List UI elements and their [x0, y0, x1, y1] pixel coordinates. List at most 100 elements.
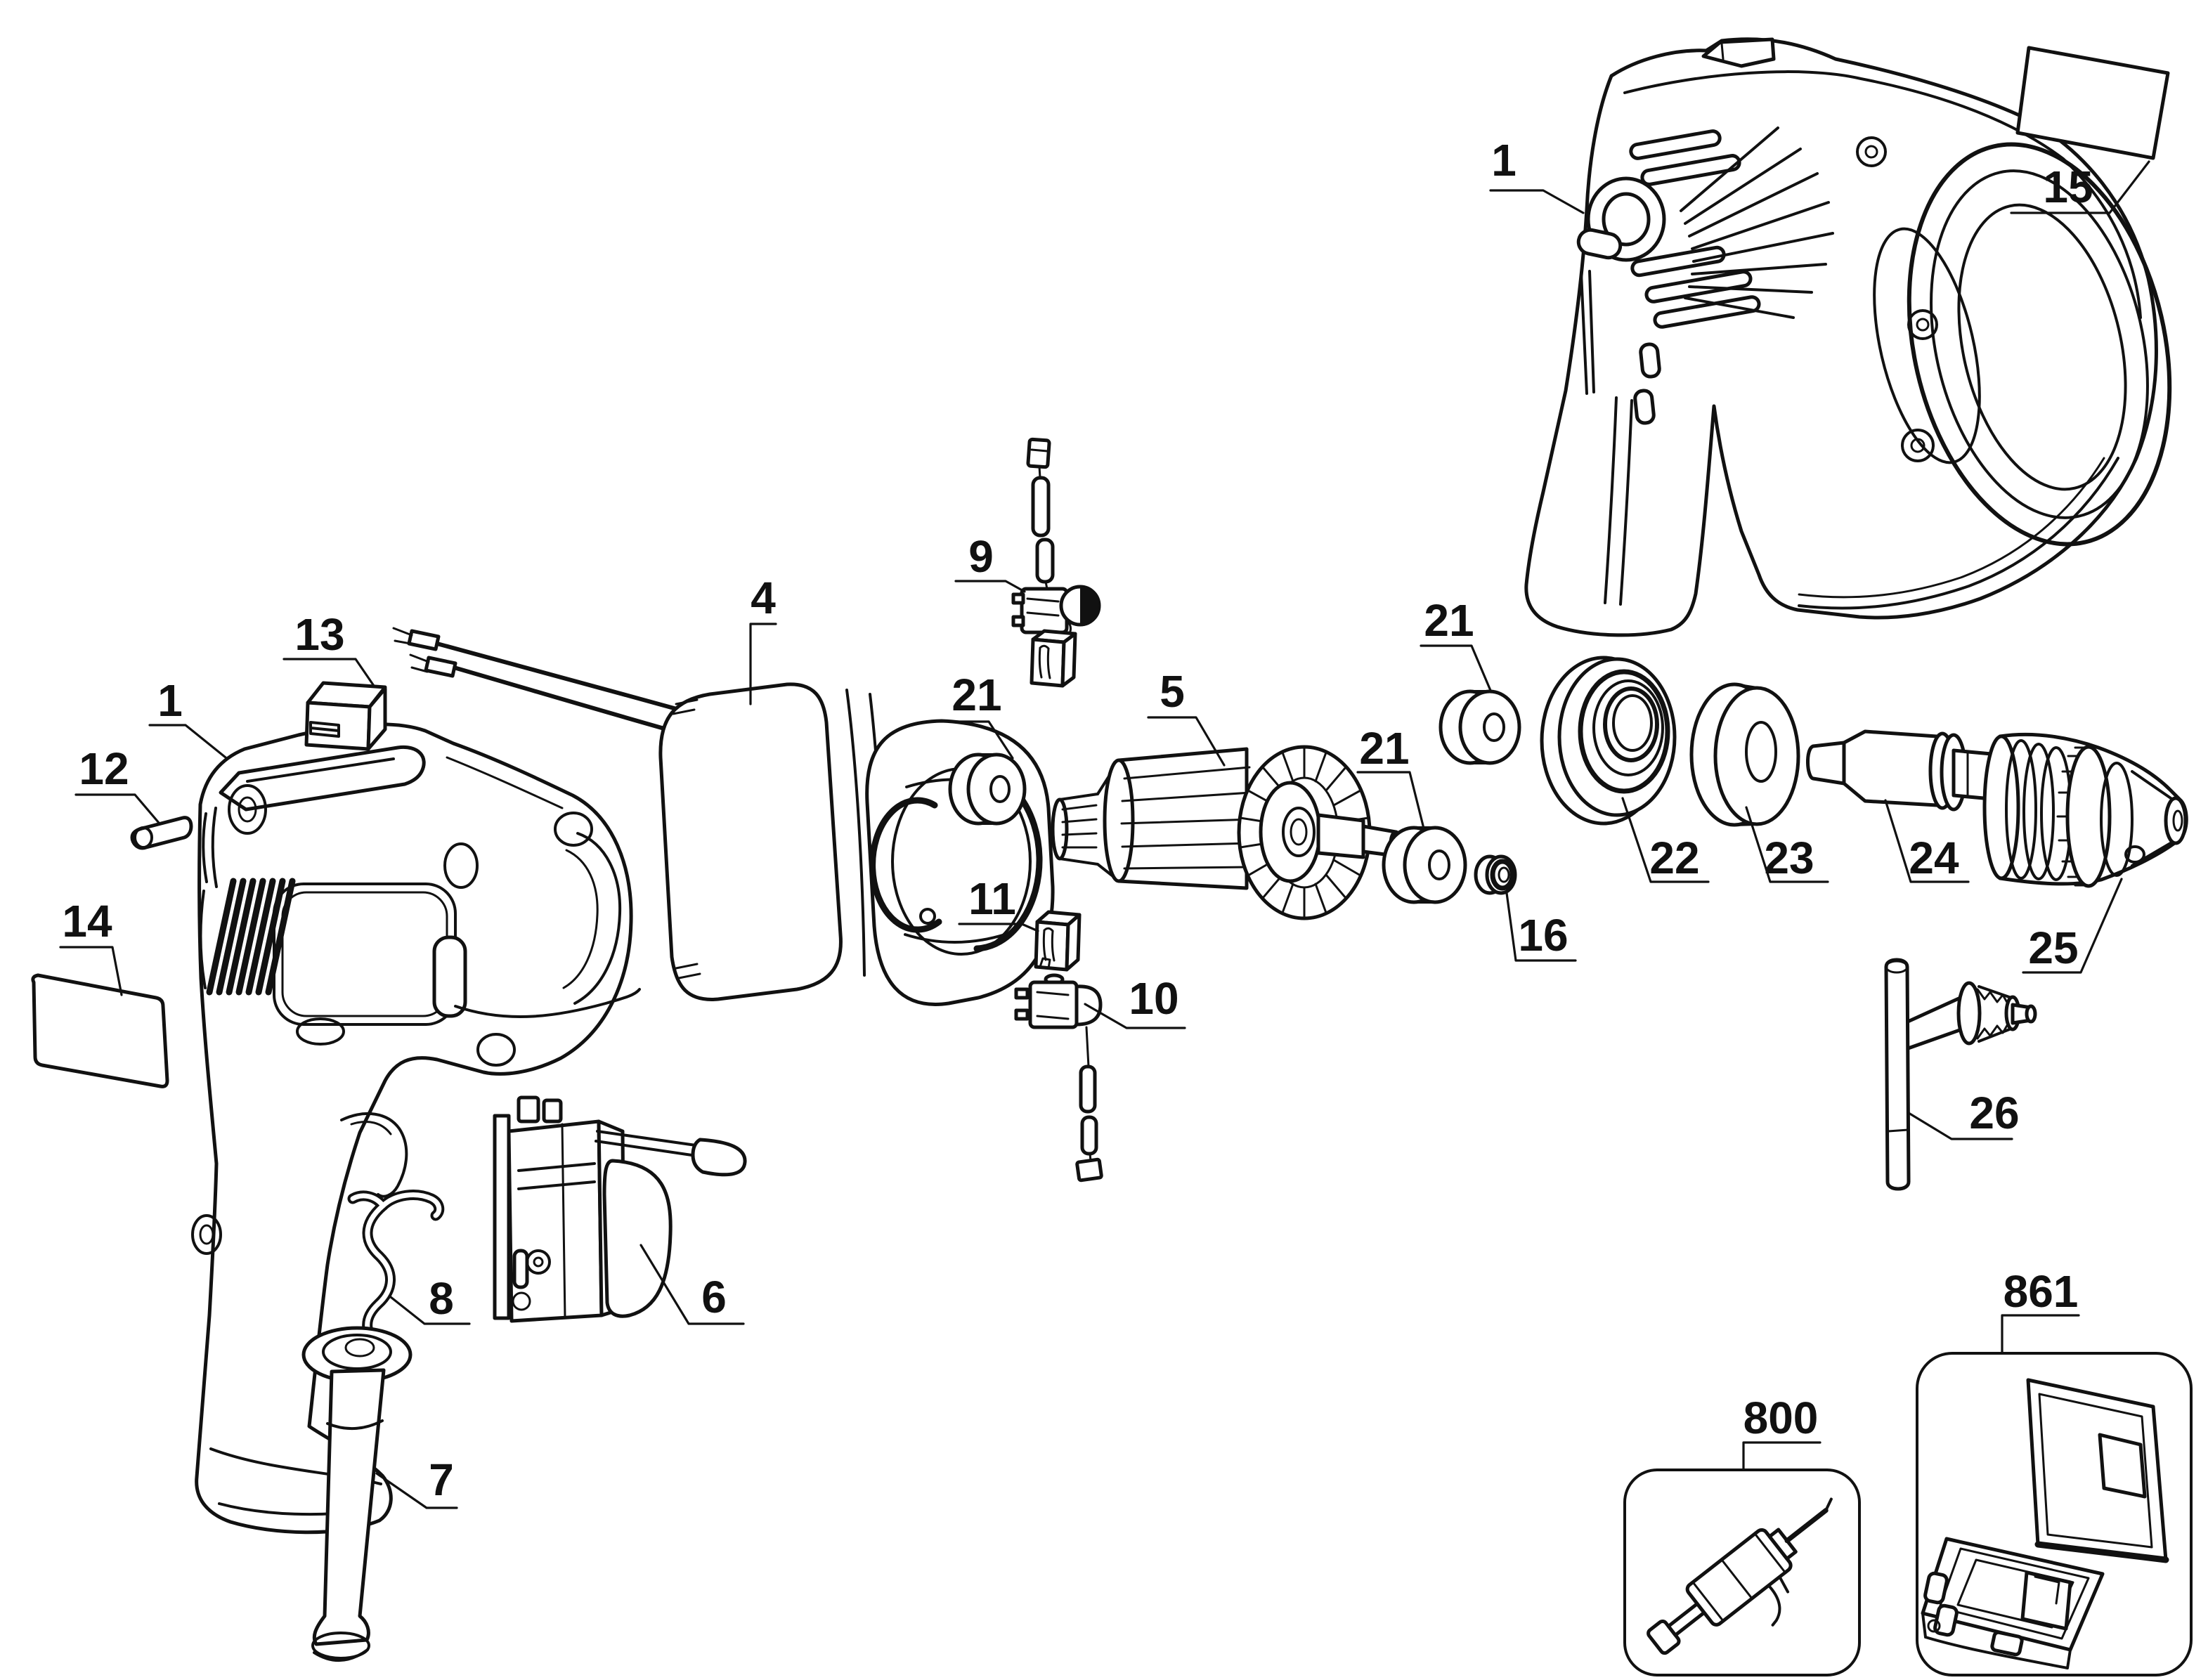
callout-9: 9: [954, 531, 1026, 593]
callout-22: 22: [1621, 797, 1710, 883]
washer-21-lower: [1382, 826, 1467, 904]
part-number: 4: [751, 573, 776, 623]
leader-line: [1505, 892, 1577, 962]
part-number: 21: [1359, 723, 1409, 774]
leader-line: [2022, 878, 2123, 974]
part-number: 14: [62, 896, 112, 946]
callout-23: 23: [1745, 806, 1829, 883]
part-number: 861: [2004, 1266, 2079, 1317]
brush-assembly-9: [1011, 437, 1101, 688]
leader-line: [375, 1472, 458, 1509]
leader-line: [1147, 716, 1226, 767]
leader-line: [1745, 806, 1829, 883]
callout-14: 14: [59, 896, 123, 996]
leader-line: [148, 724, 227, 759]
callout-4: 4: [749, 573, 777, 705]
nameplate-14: [31, 973, 169, 1088]
callout-21: 21: [948, 670, 1014, 760]
part-number: 13: [294, 609, 344, 660]
part-number: 1: [1491, 135, 1517, 185]
leader-line: [59, 946, 123, 996]
grease-syringe: [1647, 1497, 1833, 1655]
part-number: 24: [1909, 833, 1959, 883]
part-number: 26: [1969, 1088, 2019, 1138]
part-number: 16: [1518, 910, 1568, 961]
brush-holder-10: [1014, 973, 1103, 1183]
part-number: 800: [1743, 1393, 1819, 1443]
cord-clamp-13: [304, 681, 387, 751]
leader-line: [749, 623, 777, 705]
callout-25: 25: [2022, 878, 2123, 974]
cord-protector-7: [301, 1326, 413, 1662]
washer-16: [1474, 854, 1517, 895]
leader-line: [639, 1244, 745, 1325]
washer-21-left: [948, 753, 1027, 826]
part-number: 21: [952, 670, 1001, 720]
leader-line: [1489, 189, 1585, 214]
leader-line: [283, 658, 375, 687]
leader-line: [958, 923, 1039, 932]
leader-line: [1884, 799, 1970, 883]
chuck-key-26: [1884, 958, 2037, 1191]
part-number: 1: [157, 675, 183, 726]
pin-12: [130, 816, 193, 850]
callout-800: 800: [1742, 1393, 1821, 1470]
callout-6: 6: [639, 1244, 745, 1325]
leader-line: [2001, 1314, 2080, 1354]
spindle-24: [1806, 729, 2008, 812]
callout-10: 10: [1084, 973, 1186, 1029]
chuck-25: [1982, 732, 2188, 888]
part-number: 11: [968, 873, 1016, 924]
washer-21-upper: [1439, 689, 1521, 765]
callout-5: 5: [1147, 666, 1226, 767]
callout-12: 12: [74, 743, 160, 824]
leader-line: [1742, 1441, 1821, 1470]
housing-right-half: [1524, 37, 2172, 637]
callout-11: 11: [958, 873, 1039, 932]
callout-7: 7: [375, 1454, 458, 1509]
callout-1: 1: [1489, 135, 1585, 214]
callout-13: 13: [283, 609, 375, 687]
brush-11: [1034, 910, 1082, 972]
callout-8: 8: [389, 1273, 471, 1325]
leader-line: [1356, 771, 1425, 830]
callout-861: 861: [2001, 1266, 2080, 1354]
leader-line: [1621, 797, 1710, 883]
leader-line: [389, 1296, 471, 1325]
part-number: 12: [79, 743, 129, 794]
leader-line: [74, 793, 160, 824]
part-number: 5: [1160, 666, 1185, 717]
nameplate-15: [2015, 46, 2170, 160]
callout-layer: 1 15 13 1 12 14 4 5 6 7 8 9 10 11 16 21 21 21 22 23 24 25 26 80…: [59, 135, 2150, 1509]
part-number: 23: [1764, 833, 1814, 883]
leader-line: [2010, 160, 2150, 214]
callout-26: 26: [1907, 1088, 2020, 1140]
callout-1: 1: [148, 675, 227, 759]
part-number: 7: [429, 1454, 454, 1505]
leader-line: [1084, 1003, 1186, 1029]
leader-line: [948, 720, 1014, 760]
part-number: 21: [1424, 595, 1474, 646]
part-number: 10: [1129, 973, 1178, 1024]
leader-line: [1420, 644, 1493, 694]
armature-5: [1051, 745, 1403, 920]
part-number: 25: [2028, 923, 2078, 973]
part-number: 8: [429, 1273, 454, 1324]
leader-line: [954, 580, 1026, 593]
leader-line: [1907, 1112, 2013, 1140]
part-number: 15: [2043, 162, 2093, 212]
switch-6: [493, 1095, 747, 1323]
part-number: 22: [1649, 833, 1699, 883]
callout-15: 15: [2010, 160, 2150, 214]
callout-21: 21: [1356, 723, 1425, 830]
callout-24: 24: [1884, 799, 1970, 883]
callout-21: 21: [1420, 595, 1493, 694]
callout-16: 16: [1505, 892, 1577, 962]
part-number: 6: [701, 1272, 727, 1322]
grease-kit-800: [1623, 1469, 1861, 1676]
washer-23: [1689, 682, 1800, 827]
bearing-22: [1540, 656, 1677, 826]
kit-box-861: [1916, 1352, 2193, 1676]
